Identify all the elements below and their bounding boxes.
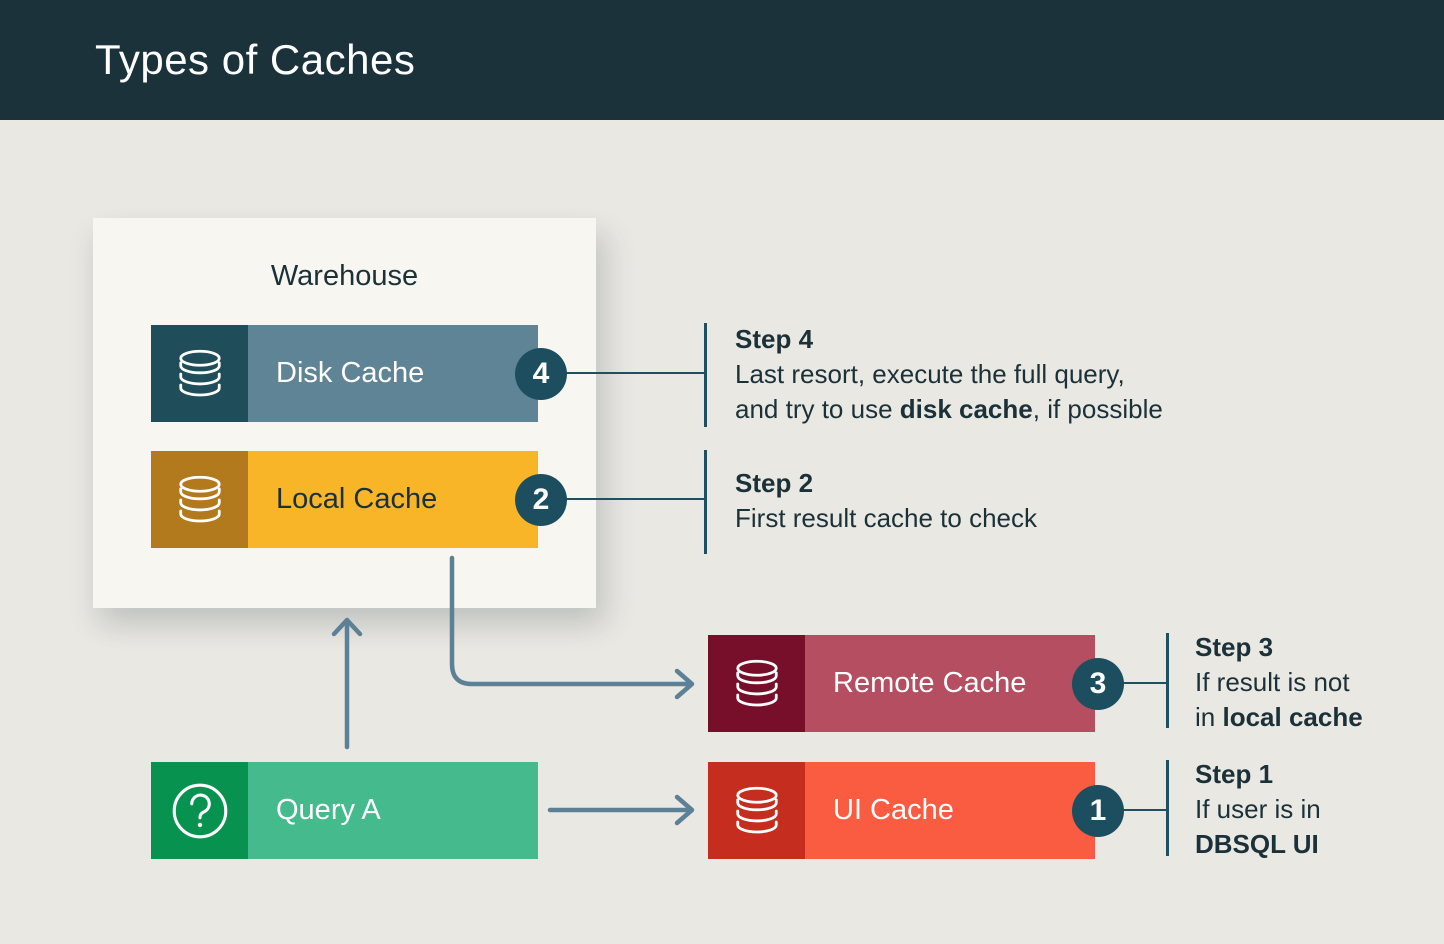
node-label: Query A <box>276 794 381 826</box>
step-text: First result cache to check <box>735 503 1037 533</box>
page-title: Types of Caches <box>95 36 416 83</box>
connector-step4-horizontal <box>565 372 706 374</box>
step-4-annotation: Step 4 Last resort, execute the full que… <box>735 322 1235 427</box>
question-mark-icon <box>151 762 248 859</box>
connector-step1-vertical <box>1166 760 1169 856</box>
arrow-query-to-warehouse-head <box>331 617 363 637</box>
node-label: Remote Cache <box>833 667 1027 699</box>
disk-cache-node: Disk Cache 4 <box>151 325 567 422</box>
arrow-local-to-remote-cache-head <box>674 668 695 700</box>
step-title: Step 3 <box>1195 632 1274 662</box>
step-badge: 3 <box>1072 657 1124 710</box>
database-icon <box>151 325 248 422</box>
local-cache-node: Local Cache 2 <box>151 451 567 548</box>
step-text: Last resort, execute the full query,and … <box>735 359 1163 424</box>
step-badge: 4 <box>515 347 567 400</box>
connector-step1-horizontal <box>1122 809 1168 811</box>
connector-step2-horizontal <box>565 498 706 500</box>
connector-step3-vertical <box>1166 633 1169 728</box>
database-icon <box>708 635 805 732</box>
step-title: Step 2 <box>735 468 814 498</box>
node-label: Local Cache <box>276 483 438 515</box>
arrow-query-to-ui-cache-head <box>674 794 695 826</box>
node-label: UI Cache <box>833 794 954 826</box>
query-a-node: Query A <box>151 762 538 859</box>
connector-step4-vertical <box>704 323 707 427</box>
ui-cache-node: UI Cache 1 <box>708 762 1124 859</box>
step-2-annotation: Step 2 First result cache to check <box>735 466 1235 536</box>
step-badge: 2 <box>515 473 567 526</box>
header-bar: Types of Caches <box>0 0 1444 120</box>
remote-cache-node: Remote Cache 3 <box>708 635 1124 732</box>
node-label: Disk Cache <box>276 357 425 389</box>
connector-step3-horizontal <box>1122 682 1168 684</box>
step-title: Step 1 <box>1195 759 1274 789</box>
database-icon <box>151 451 248 548</box>
warehouse-label: Warehouse <box>270 260 419 292</box>
step-title: Step 4 <box>735 324 814 354</box>
database-icon <box>708 762 805 859</box>
step-badge: 1 <box>1072 784 1124 837</box>
connector-step2-vertical <box>704 450 707 554</box>
